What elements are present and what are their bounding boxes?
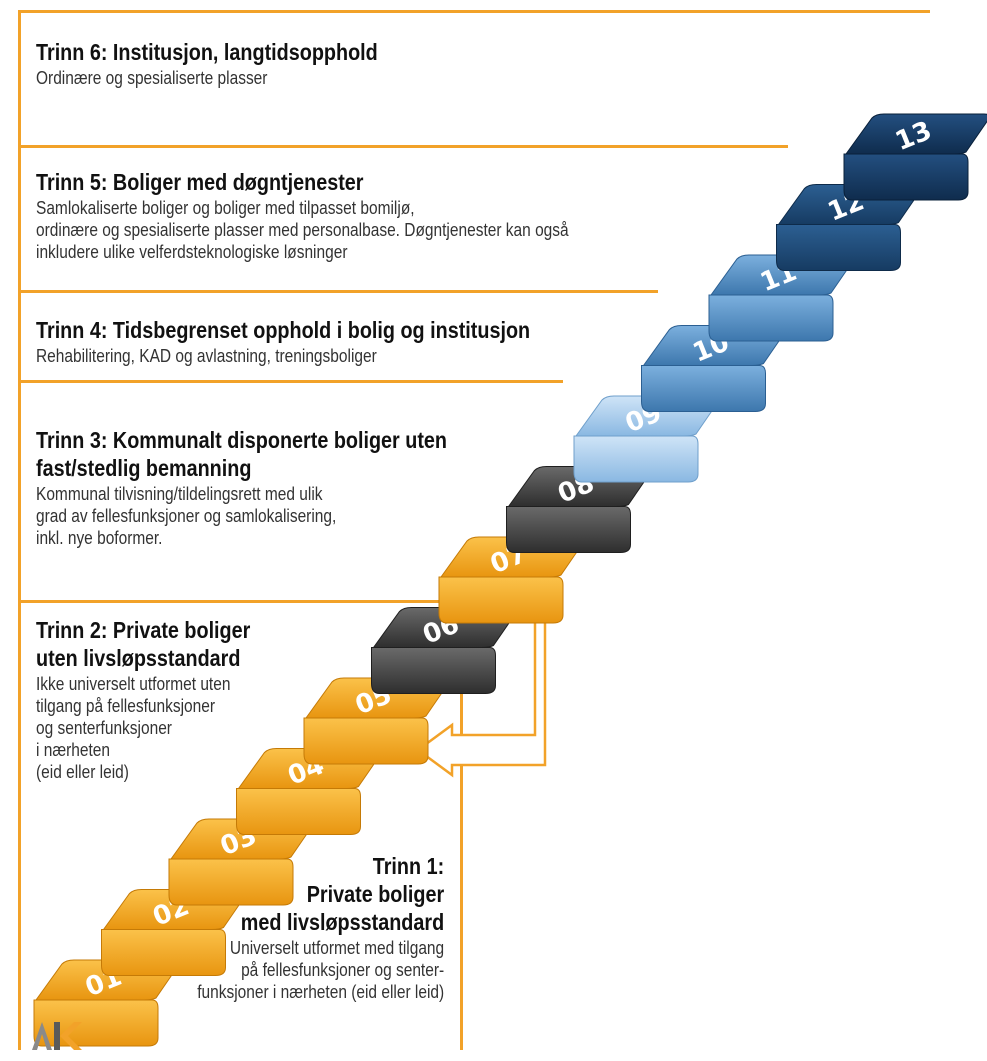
level-description: Rehabilitering, KAD og avlastning, treni… <box>36 346 377 367</box>
step-number-label: 09 <box>621 398 666 439</box>
level-trinn-2: Trinn 2: Private boliger uten livsløpsst… <box>36 616 250 784</box>
step-top-face <box>575 395 720 437</box>
level-title: Trinn 6: Institusjon, langtidsopphold <box>36 39 378 65</box>
step-front-face <box>506 506 631 553</box>
step-front-face <box>573 435 699 483</box>
step-top-face <box>440 536 585 578</box>
step-number-label: 02 <box>149 891 194 932</box>
level-trinn-3: Trinn 3: Kommunalt disponerte boliger ut… <box>36 426 447 550</box>
level-description: Samlokaliserte boliger og boliger med ti… <box>36 198 569 262</box>
step-12: 12 <box>776 184 923 271</box>
level-title: Trinn 3: Kommunalt disponerte boliger ut… <box>36 427 448 482</box>
level-description: Ikke universelt utformet uten tilgang på… <box>36 674 231 782</box>
step-front-face <box>708 294 834 342</box>
step-number-label: 13 <box>891 116 936 157</box>
step-front-face <box>641 365 766 412</box>
step-top-face <box>35 959 180 1001</box>
step-top-face <box>305 677 450 719</box>
level-trinn-6: Trinn 6: Institusjon, langtidsopphold Or… <box>36 38 378 90</box>
step-number-label: 05 <box>351 680 396 721</box>
step-11: 11 <box>708 254 855 342</box>
step-number-label: 08 <box>554 468 599 509</box>
level-trinn-1: Trinn 1: Private boliger med livsløpssta… <box>197 852 444 1004</box>
step-09: 09 <box>573 395 720 483</box>
step-number-label: 12 <box>824 186 869 227</box>
left-arrow-shape <box>415 565 547 778</box>
step-top-face <box>845 113 987 155</box>
arrow-trinn3-to-trinn2 <box>415 565 547 778</box>
divider-trinn3-2 <box>18 600 463 603</box>
step-04: 04 <box>236 748 383 835</box>
level-description: Kommunal tilvisning/tildelingsrett med u… <box>36 484 337 548</box>
level-title: Trinn 2: Private boliger uten livsløpsst… <box>36 617 251 672</box>
divider-trinn5-4 <box>18 290 658 293</box>
step-number-label: 10 <box>689 327 734 368</box>
level-title: Trinn 5: Boliger med døgntjenester <box>36 169 364 195</box>
step-06: 06 <box>371 607 518 694</box>
step-number-label: 07 <box>486 539 531 580</box>
step-front-face <box>843 153 969 201</box>
step-front-face <box>303 717 429 765</box>
divider-trinn4-3 <box>18 380 563 383</box>
step-number-label: 04 <box>284 750 329 791</box>
step-front-face <box>236 788 361 835</box>
step-08: 08 <box>506 466 653 553</box>
step-05: 05 <box>303 677 450 765</box>
divider-trinn2-1-vertical <box>460 600 463 1050</box>
step-top-face <box>372 607 518 648</box>
step-13: 13 <box>843 113 987 201</box>
step-top-face <box>642 325 788 366</box>
step-top-face <box>710 254 855 296</box>
divider-trinn6-5 <box>18 145 788 148</box>
level-trinn-5: Trinn 5: Boliger med døgntjenester Samlo… <box>36 168 569 264</box>
level-description: Ordinære og spesialiserte plasser <box>36 68 268 89</box>
step-10: 10 <box>641 325 788 412</box>
frame-left-line <box>18 10 21 1050</box>
step-front-face <box>371 647 496 694</box>
level-trinn-4: Trinn 4: Tidsbegrenset opphold i bolig o… <box>36 316 530 368</box>
step-front-face <box>776 224 901 271</box>
step-top-face <box>507 466 653 507</box>
step-top-face <box>777 184 923 225</box>
level-description: Universelt utformet med tilgang på felle… <box>197 938 444 1003</box>
step-top-face <box>237 748 383 789</box>
ak-logo <box>32 1022 82 1050</box>
level-title: Trinn 1: Private boliger med livsløpssta… <box>240 853 444 936</box>
step-number-label: 06 <box>419 609 464 650</box>
frame-top-line <box>18 10 930 13</box>
step-number-label: 11 <box>756 257 801 298</box>
step-number-label: 01 <box>81 962 126 1003</box>
level-title: Trinn 4: Tidsbegrenset opphold i bolig o… <box>36 317 531 343</box>
